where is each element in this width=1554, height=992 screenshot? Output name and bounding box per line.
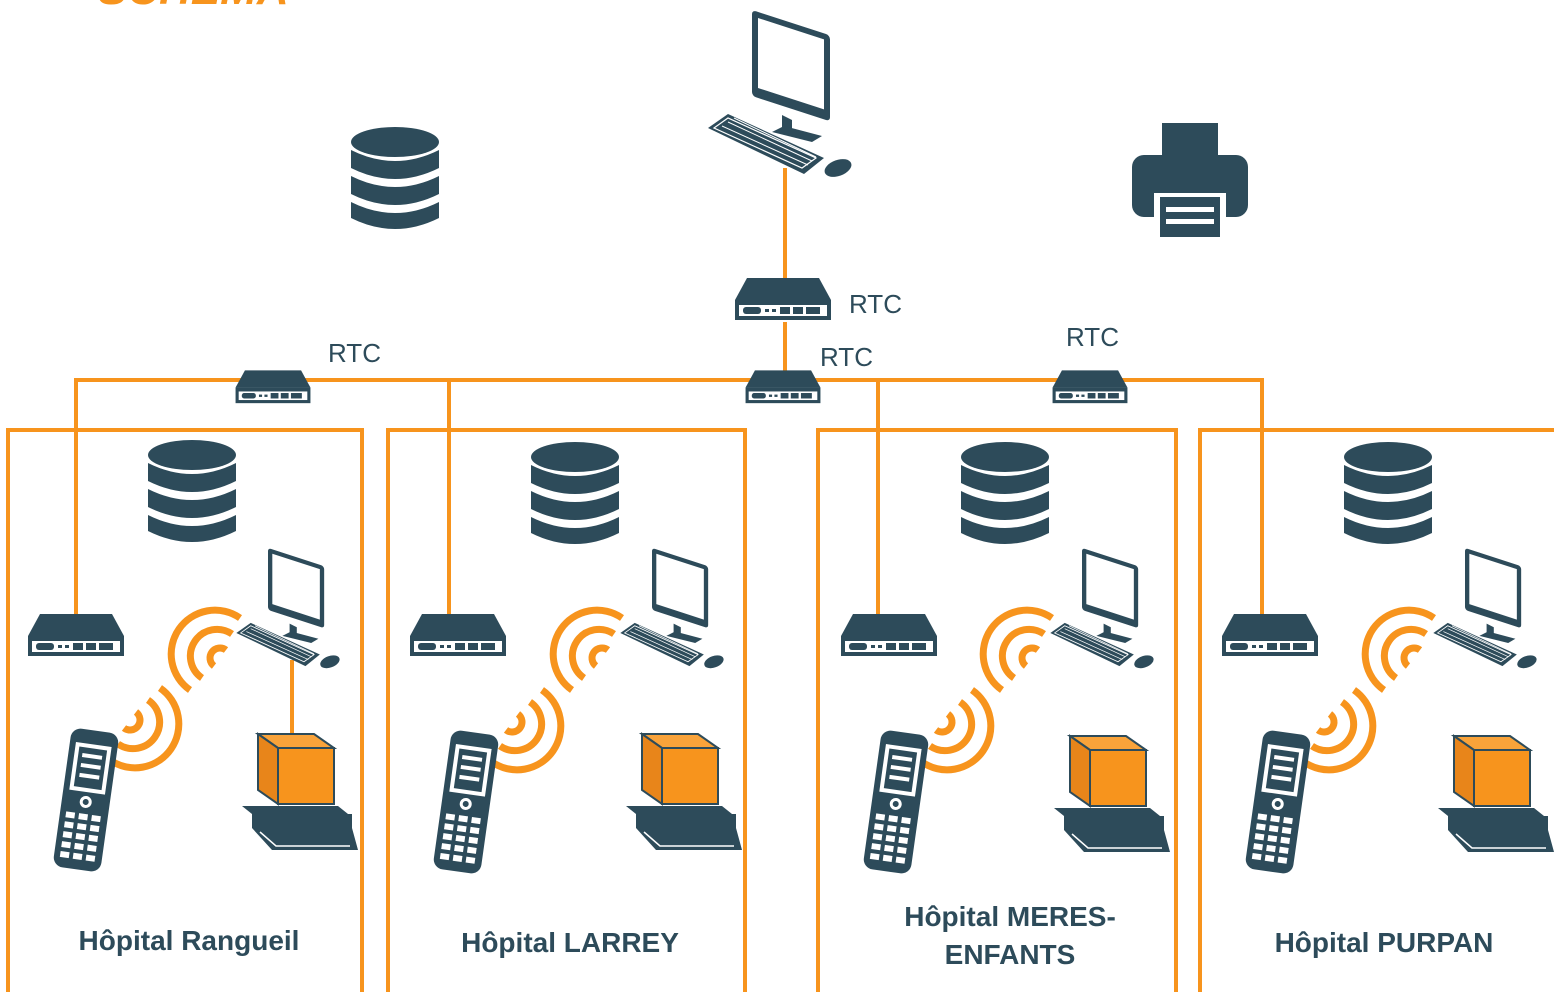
backbone-modem-icon (1052, 370, 1128, 404)
scale-icon (241, 733, 359, 851)
database-icon (531, 442, 619, 544)
scale-icon (1437, 735, 1554, 853)
site-rangueil: Hôpital Rangueil (28, 440, 359, 956)
wifi-icon (922, 690, 991, 770)
handheld-scanner-icon (432, 729, 500, 875)
modem-icon (841, 614, 937, 656)
site-purpan: Hôpital PURPAN (1222, 442, 1554, 958)
modem-icon (1222, 614, 1318, 656)
site-boxes (6, 428, 1554, 992)
central-modem-label: RTC (849, 289, 902, 319)
connection-lines (74, 168, 1264, 740)
hospital-name: Hôpital Rangueil (79, 925, 300, 956)
computer-icon (619, 547, 726, 672)
modem-icon (410, 614, 506, 656)
wifi-icon (110, 688, 179, 768)
central-database-icon (351, 127, 439, 229)
hospital-name-line-1: Hôpital MERES- (904, 901, 1116, 932)
wifi-icon (1304, 690, 1373, 770)
backbone-modem-label: RTC (820, 342, 873, 372)
computer-icon (1432, 547, 1539, 672)
wifi-icon (1365, 610, 1434, 690)
central-modem-icon (735, 278, 831, 320)
computer-icon (235, 547, 342, 672)
backbone-modem-label: RTC (1066, 322, 1119, 352)
backbone-modem-icon (235, 370, 311, 404)
backbone-modem-label: RTC (328, 338, 381, 368)
handheld-scanner-icon (52, 727, 120, 873)
site-box-meres-enfants (816, 428, 1178, 992)
wifi-icon (492, 690, 561, 770)
wifi-icon (171, 610, 240, 690)
backbone-modem-icon (745, 370, 821, 404)
scale-icon (625, 733, 743, 851)
wifi-icon (553, 610, 622, 690)
site-larrey: Hôpital LARREY (410, 442, 743, 958)
central-computer-icon (707, 9, 855, 181)
printer-icon (1132, 123, 1248, 243)
site-meres-enfants: Hôpital MERES- ENFANTS (841, 442, 1171, 970)
database-icon (961, 442, 1049, 544)
scale-icon (1053, 735, 1171, 853)
handheld-scanner-icon (1244, 729, 1312, 875)
database-icon (1344, 442, 1432, 544)
site-box-purpan (1198, 428, 1554, 992)
hospital-name: Hôpital LARREY (461, 927, 679, 958)
modem-icon (28, 614, 124, 656)
wifi-icon (983, 610, 1052, 690)
database-icon (148, 440, 236, 542)
hospital-name: Hôpital PURPAN (1275, 927, 1494, 958)
site-box-larrey (386, 428, 747, 992)
site-box-rangueil (6, 428, 364, 992)
handheld-scanner-icon (862, 729, 930, 875)
hospital-name-line-2: ENFANTS (945, 939, 1076, 970)
computer-icon (1049, 547, 1156, 672)
page-title-fragment: SCHEMA (98, 0, 289, 14)
